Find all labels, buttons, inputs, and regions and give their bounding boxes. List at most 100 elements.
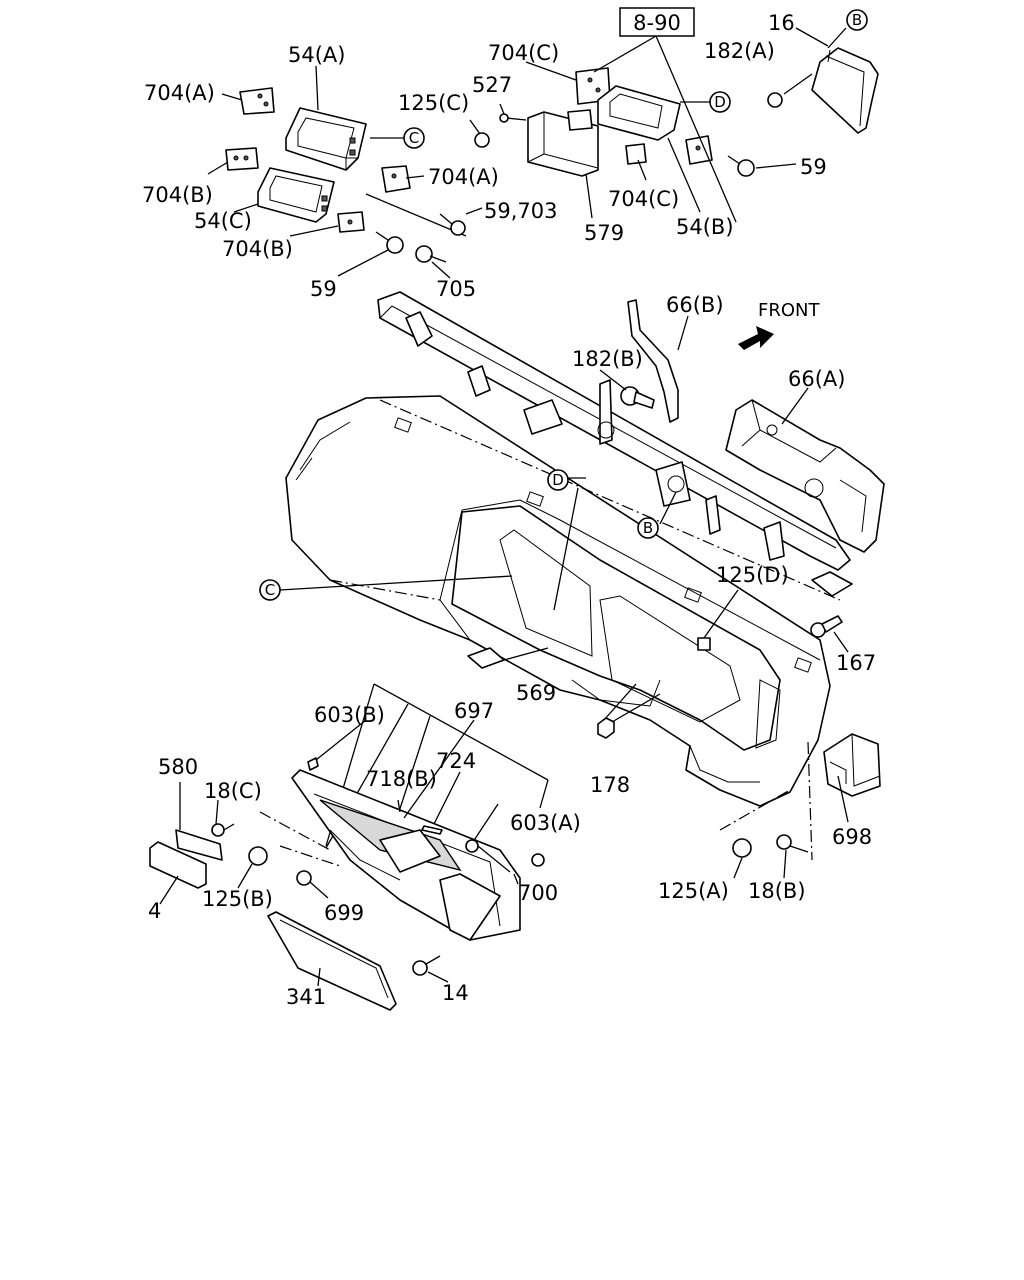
label-54C: 54(C) (194, 209, 252, 233)
part-167-bolt (810, 615, 843, 638)
svg-text:8-90: 8-90 (633, 11, 681, 35)
part-704A-mid-clip (381, 165, 411, 193)
part-704A-left-clip (239, 87, 275, 115)
label-54A: 54(A) (288, 43, 345, 67)
svg-text:C: C (265, 581, 275, 599)
leader-704-group (365, 193, 467, 237)
label-704C-mid: 704(C) (608, 187, 679, 211)
part-704B-mid-clip (337, 211, 365, 233)
svg-text:B: B (643, 519, 653, 537)
reference-box-8-90: 8-90 (619, 7, 695, 37)
label-14: 14 (442, 981, 469, 1005)
cross-car-beam (377, 291, 851, 571)
label-718B: 718(B) (366, 767, 437, 791)
part-54C-pocket (257, 167, 335, 223)
part-59-left-screw (375, 231, 404, 254)
part-704C-small-clip (567, 109, 593, 131)
label-603B: 603(B) (314, 703, 385, 727)
svg-text:C: C (409, 129, 419, 147)
part-603A-screw (531, 853, 545, 867)
part-700-screw (465, 839, 511, 873)
circle-marker-C-top: C (370, 127, 425, 149)
part-4-handle (149, 841, 207, 889)
dash-line-1 (379, 399, 841, 601)
dash-line-3 (719, 789, 791, 831)
label-527: 527 (472, 73, 512, 97)
part-704C-mid-clip (625, 143, 647, 165)
label-182B: 182(B) (572, 347, 643, 371)
part-704B-left-clip (225, 147, 259, 171)
part-603B-screw (307, 757, 319, 771)
label-341: 341 (286, 985, 326, 1009)
part-54B-pocket (597, 85, 681, 141)
label-59-703: 59,703 (484, 199, 557, 223)
label-704B-mid: 704(B) (222, 237, 293, 261)
label-125D: 125(D) (716, 563, 789, 587)
part-66A-bracket (725, 399, 885, 597)
label-704B-left: 704(B) (142, 183, 213, 207)
label-704A-left: 704(A) (144, 81, 215, 105)
circle-marker-B-mid: B (637, 517, 659, 539)
label-580: 580 (158, 755, 198, 779)
part-527-screw (499, 113, 527, 123)
label-18B: 18(B) (748, 879, 806, 903)
circle-marker-C-mid: C (259, 579, 281, 601)
label-705: 705 (436, 277, 476, 301)
part-182B-bolt (620, 386, 655, 409)
part-699-clip (296, 870, 312, 886)
part-59-right-screw (727, 155, 755, 177)
label-603A: 603(A) (510, 811, 581, 835)
part-718B-pin (397, 799, 401, 813)
label-59-left: 59 (310, 277, 337, 301)
label-16: 16 (768, 11, 795, 35)
label-699: 699 (324, 901, 364, 925)
svg-text:B: B (852, 11, 862, 29)
part-14-screw (412, 955, 441, 976)
circle-marker-D-mid: D (547, 469, 569, 491)
part-698-bracket (823, 733, 881, 797)
label-697: 697 (454, 699, 494, 723)
part-125A-clip (732, 838, 752, 858)
part-705-clip (415, 245, 447, 263)
label-66B: 66(B) (666, 293, 724, 317)
dash-line-5 (279, 845, 341, 867)
label-579: 579 (584, 221, 624, 245)
svg-text:D: D (552, 471, 564, 489)
part-54A-pocket (285, 107, 367, 171)
part-704C-top-clip (575, 67, 611, 105)
label-59-right: 59 (800, 155, 827, 179)
circle-marker-B-top: B (846, 9, 868, 31)
leader-lines (159, 27, 849, 987)
front-arrow (738, 326, 774, 350)
label-18C: 18(C) (204, 779, 262, 803)
front-label: FRONT (758, 300, 820, 321)
part-66B-bracket (627, 299, 679, 423)
label-167: 167 (836, 651, 876, 675)
part-704C-right-clip (685, 135, 713, 165)
label-4: 4 (148, 899, 161, 923)
part-16-side-cover (811, 47, 879, 134)
svg-text:D: D (714, 93, 726, 111)
leader-697-top (373, 683, 549, 781)
dash-line-4 (259, 811, 331, 851)
label-125A: 125(A) (658, 879, 729, 903)
part-724-pin (421, 825, 443, 835)
label-54B: 54(B) (676, 215, 734, 239)
part-59-703-screw (439, 213, 466, 236)
label-700: 700 (518, 881, 558, 905)
label-724: 724 (436, 749, 476, 773)
part-labels: 16 182(A) 54(A) 704(C) 704(A) 527 125(C)… (142, 11, 876, 1009)
label-704C-top: 704(C) (488, 41, 559, 65)
part-697-glove-box-lid (291, 769, 521, 941)
label-125C: 125(C) (398, 91, 469, 115)
part-125C-clip (469, 119, 490, 148)
label-569: 569 (516, 681, 556, 705)
part-341-cover (267, 911, 397, 1011)
part-125B-clip (248, 846, 268, 866)
dash-line-2 (329, 579, 441, 601)
part-18B-bolt (776, 834, 809, 853)
part-182A-bolt (767, 73, 813, 108)
part-569-plate (467, 647, 549, 669)
part-580-bracket (175, 829, 223, 861)
